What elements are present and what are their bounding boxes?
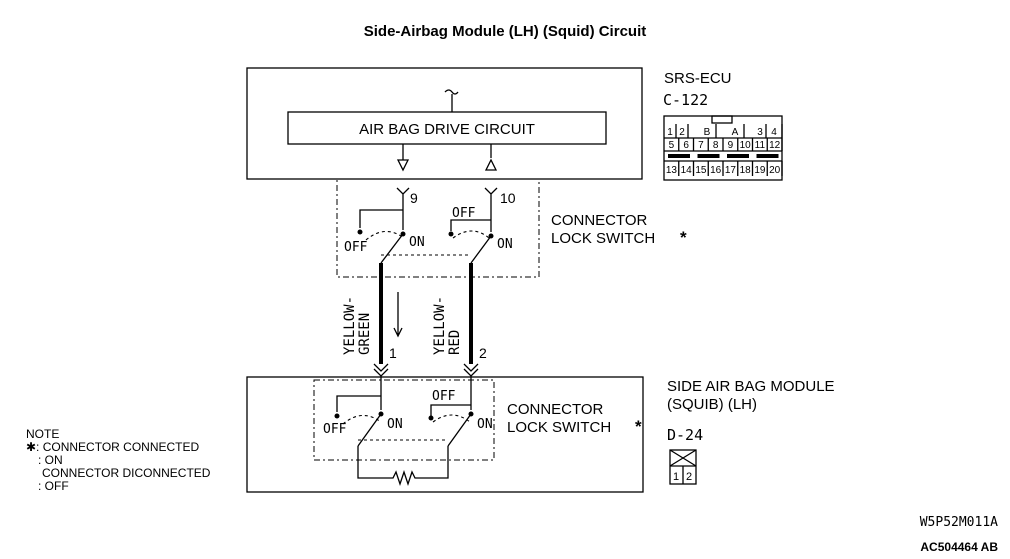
note-title: NOTE <box>26 427 59 441</box>
c122-pin-label: 6 <box>683 140 689 151</box>
wire-right-color-1: YELLOW- <box>432 296 448 355</box>
lower-switch-zone <box>313 379 495 461</box>
diagram-title: Side-Airbag Module (LH) (Squid) Circuit <box>364 23 646 40</box>
wire-left-color-2: GREEN <box>357 313 373 355</box>
upper-on-left: ON <box>409 235 425 250</box>
lower-switch-star: * <box>635 417 642 436</box>
upper-switch-label-1: CONNECTOR <box>551 212 648 229</box>
ecu-connector-id: C-122 <box>663 91 708 109</box>
upper-off-left: OFF <box>344 240 368 255</box>
c122-pin-label: 20 <box>769 165 781 176</box>
lower-on-left: ON <box>387 417 403 432</box>
c122-pin-label: B <box>704 127 711 138</box>
lower-off-right: OFF <box>432 389 456 404</box>
c122-pin-label: A <box>732 127 739 138</box>
c122-pin-label: 14 <box>681 165 693 176</box>
module-box <box>246 376 644 493</box>
note-line-2: : ON <box>38 453 63 467</box>
output-arrow-up <box>484 158 498 171</box>
c122-pin-label: 15 <box>695 165 707 176</box>
upper-switch-label-2: LOCK SWITCH <box>551 230 655 247</box>
upper-switch-star: * <box>680 228 687 247</box>
c122-pin-label: 10 <box>740 140 752 151</box>
c122-pin-label: 4 <box>771 127 777 138</box>
c122-pin-label: 9 <box>728 140 734 151</box>
d24-pin-1: 1 <box>673 471 679 483</box>
c122-pin-label: 17 <box>725 165 737 176</box>
shorting-bar <box>756 154 779 158</box>
figure-code: W5P52M011A <box>920 515 998 530</box>
wire-right-color-2: RED <box>447 330 463 355</box>
ecu-pin-9: 9 <box>410 190 418 206</box>
module-connector-id: D-24 <box>667 426 703 444</box>
module-pin-2: 2 <box>479 345 487 361</box>
c122-pin-label: 16 <box>710 165 722 176</box>
lower-switch-label-2: LOCK SWITCH <box>507 419 611 436</box>
module-name-1: SIDE AIR BAG MODULE <box>667 378 835 395</box>
drive-circuit-box <box>287 111 607 145</box>
c122-pin-label: 11 <box>755 140 766 151</box>
d24-pin-2: 2 <box>686 471 692 483</box>
upper-off-right: OFF <box>452 206 476 221</box>
figure-id: AC504464 AB <box>920 540 998 554</box>
wire-left-color-1: YELLOW- <box>342 296 358 355</box>
ecu-pin-10: 10 <box>500 190 516 206</box>
shorting-bar <box>697 154 720 158</box>
c122-pin-label: 12 <box>769 140 781 151</box>
c122-pin-label: 1 <box>667 127 673 138</box>
drive-circuit-label: AIR BAG DRIVE CIRCUIT <box>359 121 535 138</box>
note-line-3: CONNECTOR DICONNECTED <box>42 466 211 480</box>
squib-resistor <box>357 446 449 487</box>
shorting-bar <box>668 154 690 158</box>
note-line-1: ✱: CONNECTOR CONNECTED <box>26 440 200 454</box>
c122-connector-face <box>663 115 783 181</box>
c122-pin-label: 7 <box>698 140 704 151</box>
module-name-2: (SQUIB) (LH) <box>667 396 757 413</box>
c122-pin-label: 2 <box>679 127 685 138</box>
c122-pin-label: 5 <box>669 140 675 151</box>
c122-pin-label: 18 <box>740 165 752 176</box>
c122-pin-label: 3 <box>757 127 763 138</box>
module-pin-1: 1 <box>389 345 397 361</box>
d24-connector-face: 1 2 <box>669 449 697 485</box>
lower-switch-label-1: CONNECTOR <box>507 401 604 418</box>
upper-switch-zone <box>336 178 540 278</box>
c122-pin-label: 19 <box>754 165 766 176</box>
upper-on-right: ON <box>497 237 513 252</box>
c122-pin-label: 13 <box>666 165 678 176</box>
output-arrow-down <box>396 159 410 172</box>
c122-pin-label: 8 <box>713 140 719 151</box>
note-line-4: : OFF <box>38 479 69 493</box>
lower-on-right: ON <box>477 417 493 432</box>
lower-off-left: OFF <box>323 422 347 437</box>
shorting-bar <box>727 154 749 158</box>
ecu-name: SRS-ECU <box>664 70 732 87</box>
current-flow-arrow <box>393 292 403 338</box>
ecu-ground-symbol <box>444 89 459 112</box>
